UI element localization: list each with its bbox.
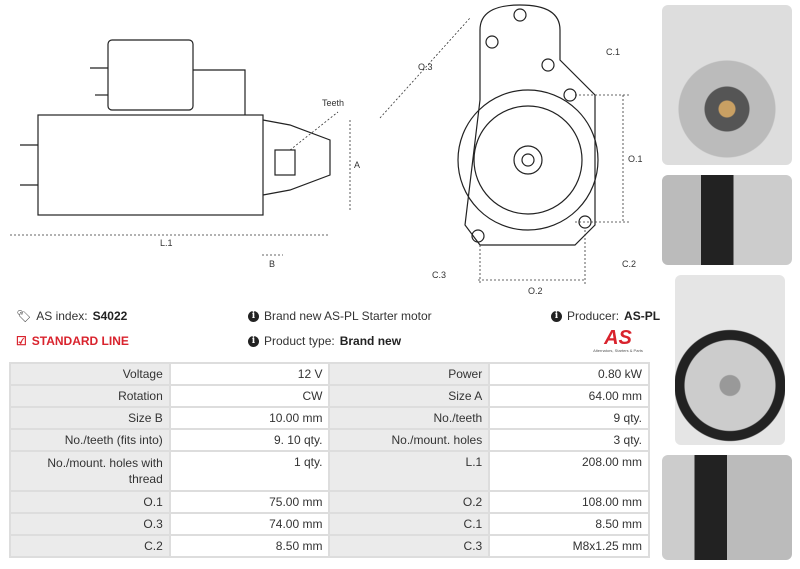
spec-label: No./teeth (fits into): [9, 428, 171, 452]
product-photo-side[interactable]: [662, 175, 792, 265]
spec-value: 64.00 mm: [488, 384, 650, 408]
checkbox-icon: ☑: [16, 334, 27, 348]
table-row: No./teeth (fits into)9. 10 qty.No./mount…: [9, 428, 650, 452]
tag-icon: 🏷: [16, 309, 32, 323]
product-photo-front[interactable]: [662, 5, 792, 165]
product-type: i Product type: Brand new: [248, 334, 401, 348]
spec-label: No./mount. holes with thread: [9, 450, 171, 492]
line-badge: ☑ STANDARD LINE: [16, 334, 129, 348]
spec-label: O.3: [9, 512, 171, 536]
label-o3: O.3: [418, 62, 433, 72]
label-o1: O.1: [628, 154, 643, 164]
spec-value: 8.50 mm: [488, 512, 650, 536]
spec-label: No./teeth: [328, 406, 491, 430]
spec-label: C.1: [328, 512, 491, 536]
label-teeth: Teeth: [322, 98, 344, 108]
as-index-value: S4022: [92, 309, 128, 323]
spec-value: 74.00 mm: [168, 512, 331, 536]
label-b: B: [269, 259, 275, 269]
spec-label: O.1: [9, 490, 171, 514]
description: i Brand new AS-PL Starter motor: [248, 309, 432, 323]
spec-value: 12 V: [168, 362, 331, 386]
side-view-drawing: Teeth A L.1 B: [10, 39, 360, 269]
product-photo-rear[interactable]: [675, 275, 785, 445]
spec-value: CW: [168, 384, 331, 408]
spec-label: Rotation: [9, 384, 171, 408]
spec-value: 9 qty.: [488, 406, 650, 430]
spec-value: 208.00 mm: [488, 450, 650, 492]
spec-value: 108.00 mm: [488, 490, 650, 514]
label-c3: C.3: [432, 270, 446, 280]
spec-label: Size B: [9, 406, 171, 430]
producer: i Producer: AS-PL: [551, 309, 660, 323]
spec-label: L.1: [328, 450, 491, 492]
spec-value: M8x1.25 mm: [488, 534, 650, 558]
label-c2: C.2: [622, 259, 636, 269]
label-a: A: [354, 160, 360, 170]
as-index: 🏷 AS index: S4022: [16, 309, 128, 323]
spec-label: Voltage: [9, 362, 171, 386]
front-view-drawing: O.3 C.1 O.1 C.3 C.2 O.2: [379, 4, 643, 296]
label-o2: O.2: [528, 286, 543, 296]
as-pl-logo: AS Alternators, Starters & Parts: [593, 327, 643, 353]
spec-value: 1 qty.: [168, 450, 331, 492]
spec-value: 10.00 mm: [168, 406, 331, 430]
spec-label: Size A: [328, 384, 491, 408]
spec-value: 0.80 kW: [488, 362, 650, 386]
spec-value: 8.50 mm: [168, 534, 331, 558]
spec-label: No./mount. holes: [328, 428, 491, 452]
label-l1: L.1: [160, 238, 173, 248]
info-icon: i: [551, 310, 562, 322]
info-icon: i: [248, 335, 259, 347]
spec-label: C.2: [9, 534, 171, 558]
spec-value: 3 qty.: [488, 428, 650, 452]
label-c1: C.1: [606, 47, 620, 57]
spec-value: 9. 10 qty.: [168, 428, 331, 452]
spec-label: O.2: [328, 490, 491, 514]
spec-label: Power: [328, 362, 491, 386]
info-icon: i: [248, 310, 259, 322]
product-photo-angle[interactable]: [662, 455, 792, 560]
spec-value: 75.00 mm: [168, 490, 331, 514]
spec-label: C.3: [328, 534, 491, 558]
